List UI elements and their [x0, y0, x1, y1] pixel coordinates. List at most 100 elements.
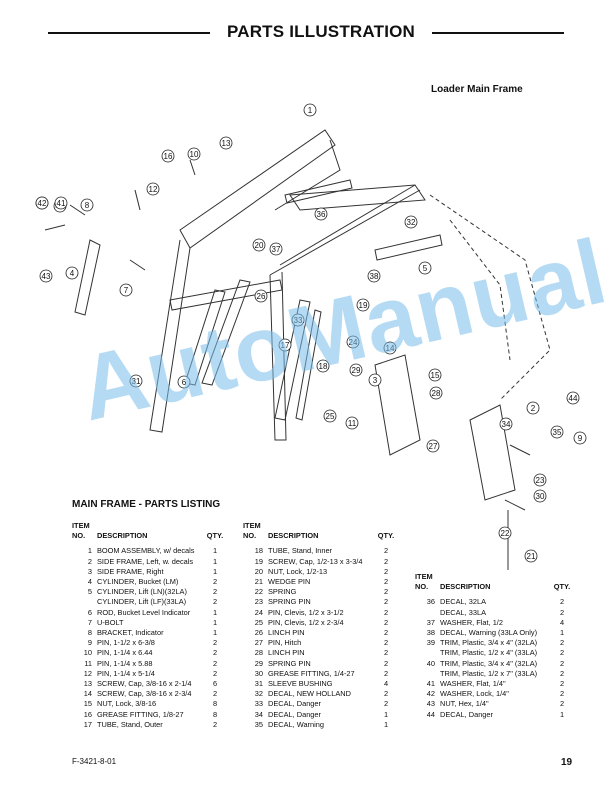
- callout-group: 1 2 3 4 5 6 7 8 9 10 11 12 13 14 15 16 1…: [35, 103, 587, 563]
- part-description: TUBE, Stand, Inner: [268, 546, 333, 556]
- column-header-description: DESCRIPTION: [268, 531, 319, 541]
- part-quantity: 1: [559, 628, 565, 638]
- svg-text:34: 34: [502, 420, 511, 429]
- callout-27: 27: [426, 439, 440, 453]
- part-number: 15: [83, 699, 92, 709]
- svg-text:25: 25: [326, 412, 335, 421]
- svg-text:5: 5: [423, 264, 428, 273]
- svg-text:30: 30: [536, 492, 545, 501]
- part-description: LINCH PIN: [268, 648, 305, 658]
- part-quantity: 2: [383, 566, 389, 576]
- svg-text:41: 41: [57, 199, 66, 208]
- callout-36: 36: [314, 207, 328, 221]
- callout-11: 11: [345, 416, 359, 430]
- part-description: CYLINDER, Lift (LF)(33LA): [97, 597, 187, 607]
- header-rule-left: [48, 32, 210, 34]
- callout-14: 14: [383, 341, 397, 355]
- part-number: 6: [87, 607, 92, 617]
- part-description: PIN, Clevis, 1/2 x 2-3/4: [268, 617, 344, 627]
- part-number: 12: [83, 668, 92, 678]
- svg-text:22: 22: [501, 529, 510, 538]
- svg-text:13: 13: [222, 139, 231, 148]
- part-number: 2: [87, 556, 92, 566]
- svg-text:31: 31: [132, 377, 141, 386]
- part-quantity: 2: [212, 658, 218, 668]
- callout-19: 19: [356, 298, 370, 312]
- column-header-no: NO.: [415, 582, 429, 592]
- part-description: TRIM, Plastic, 1/2 x 7" (33LA): [440, 668, 538, 678]
- part-quantity: 2: [383, 668, 389, 678]
- svg-text:32: 32: [407, 218, 416, 227]
- part-quantity: 2: [559, 689, 565, 699]
- part-number: 7: [87, 617, 92, 627]
- part-quantity: 1: [559, 709, 565, 719]
- part-description: DECAL, Danger: [268, 699, 321, 709]
- part-quantity: 2: [383, 648, 389, 658]
- part-number: 10: [83, 648, 92, 658]
- part-description: SPRING: [268, 587, 297, 597]
- part-number: 43: [426, 699, 435, 709]
- part-quantity: 2: [383, 577, 389, 587]
- part-description: SIDE FRAME, Left, w. decals: [97, 556, 194, 566]
- page-header: PARTS ILLUSTRATION: [0, 22, 612, 44]
- part-description: U-BOLT: [97, 617, 124, 627]
- part-quantity: 8: [212, 699, 218, 709]
- callout-35: 35: [550, 425, 564, 439]
- parts-row: TRIM, Plastic, 1/2 x 7" (33LA)2: [415, 669, 573, 679]
- part-quantity: 1: [212, 546, 218, 556]
- part-quantity: 1: [383, 719, 389, 729]
- part-description: SPRING PIN: [268, 597, 311, 607]
- part-quantity: 2: [383, 556, 389, 566]
- part-description: DECAL, Danger: [440, 709, 493, 719]
- callout-16: 16: [161, 149, 175, 163]
- part-description: PIN, 1-1/4 x 5-1/4: [97, 668, 155, 678]
- callout-42: 42: [35, 196, 49, 210]
- page-number: 19: [561, 757, 573, 768]
- callout-7: 7: [119, 283, 133, 297]
- svg-text:20: 20: [255, 241, 264, 250]
- svg-text:4: 4: [70, 269, 75, 278]
- page-title: PARTS ILLUSTRATION: [226, 22, 416, 41]
- part-number: 42: [426, 689, 435, 699]
- callout-10: 10: [187, 147, 201, 161]
- part-quantity: 2: [212, 597, 218, 607]
- callout-41: 41: [54, 196, 68, 210]
- part-description: TUBE, Stand, Outer: [97, 719, 163, 729]
- part-description: PIN, 1-1/4 x 6.44: [97, 648, 153, 658]
- part-number: 24: [254, 607, 263, 617]
- part-number: 4: [87, 577, 92, 587]
- svg-text:12: 12: [149, 185, 158, 194]
- document-number: F-3421-8-01: [72, 757, 117, 766]
- part-number: 31: [254, 679, 263, 689]
- part-quantity: 2: [559, 607, 565, 617]
- part-description: PIN, 1-1/2 x 6-3/8: [97, 638, 155, 648]
- callout-23: 23: [533, 473, 547, 487]
- svg-text:33: 33: [294, 316, 303, 325]
- part-quantity: 2: [383, 638, 389, 648]
- part-number: 25: [254, 617, 263, 627]
- illustration-subtitle: Loader Main Frame: [431, 84, 523, 95]
- svg-text:2: 2: [531, 404, 536, 413]
- svg-text:38: 38: [370, 272, 379, 281]
